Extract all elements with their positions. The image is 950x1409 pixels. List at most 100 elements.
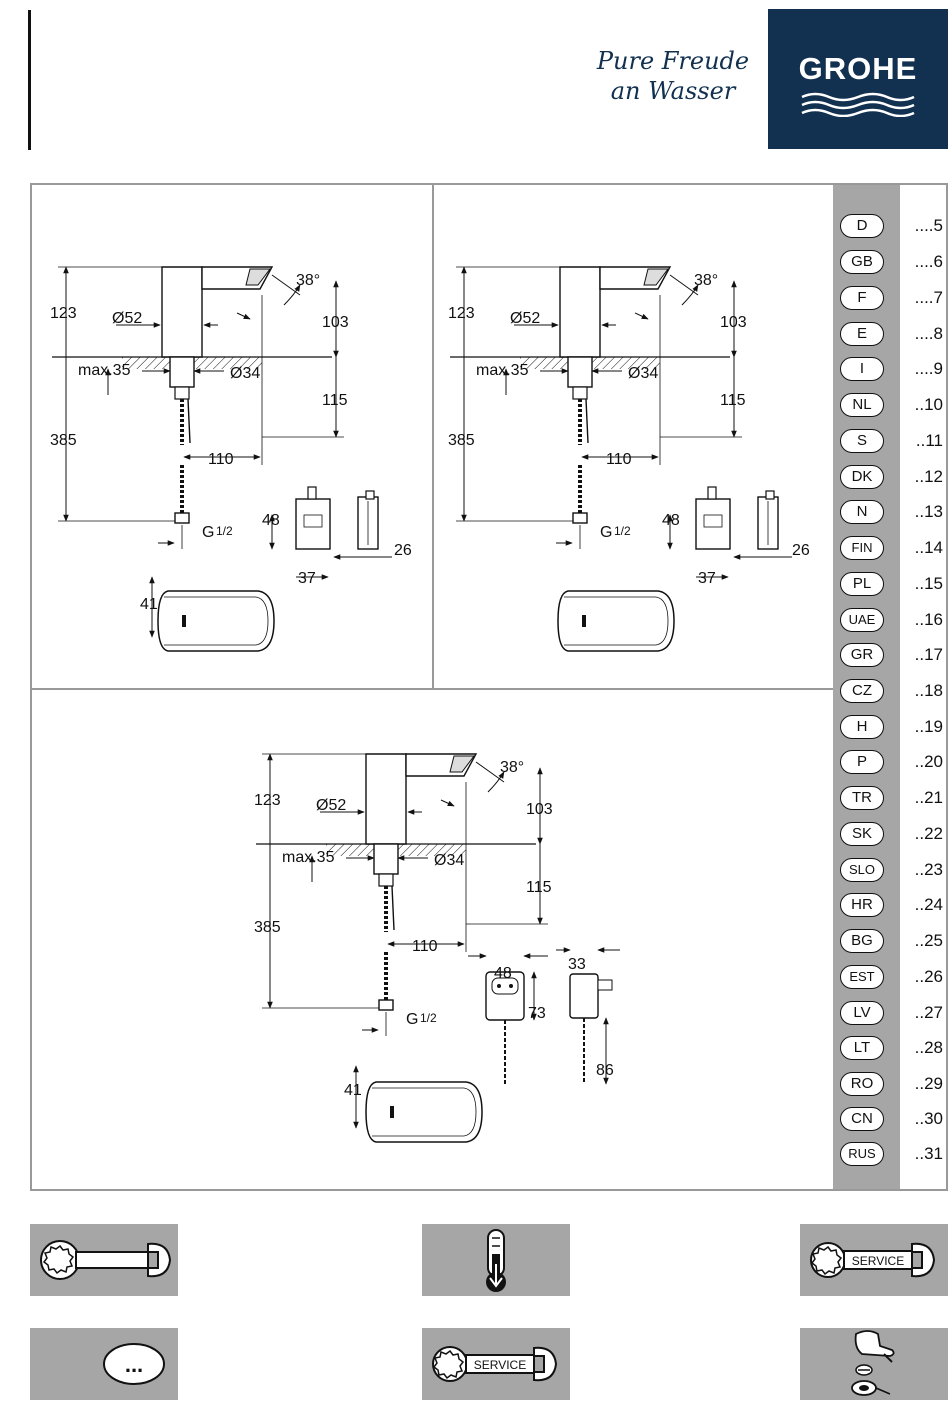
lang-badge[interactable]: S bbox=[840, 429, 884, 453]
lang-page: ..10 bbox=[914, 395, 943, 414]
ellipsis-icon: ... bbox=[103, 1343, 165, 1385]
lang-page: ..18 bbox=[914, 681, 943, 700]
dim-115-b: 115 bbox=[720, 392, 746, 409]
dim-26-b: 26 bbox=[792, 542, 810, 559]
lang-page: ..24 bbox=[914, 895, 943, 914]
dim-48-b: 48 bbox=[662, 512, 680, 529]
lang-badge[interactable]: P bbox=[840, 750, 884, 774]
dim-thread-b: G bbox=[600, 524, 612, 541]
slogan-line-2: an Wasser bbox=[610, 77, 736, 105]
lang-badge[interactable]: LV bbox=[840, 1001, 884, 1025]
lang-badge[interactable]: TR bbox=[840, 786, 884, 810]
wave-icon bbox=[801, 92, 915, 117]
drawing-panel-a bbox=[52, 267, 392, 652]
handle-tile[interactable] bbox=[800, 1328, 948, 1400]
lang-badge[interactable]: SLO bbox=[840, 858, 884, 882]
dim-52-a: Ø52 bbox=[112, 310, 142, 327]
lang-badge[interactable]: RO bbox=[840, 1072, 884, 1096]
lang-badge[interactable]: DK bbox=[840, 465, 884, 489]
lang-badge[interactable]: E bbox=[840, 322, 884, 346]
lang-page: ..27 bbox=[914, 1003, 943, 1022]
lang-page: ..19 bbox=[914, 717, 943, 736]
handle-disassembly-icon bbox=[851, 1330, 895, 1396]
dim-52-c: Ø52 bbox=[316, 797, 346, 814]
dim-115-c: 115 bbox=[526, 879, 552, 896]
lang-badge[interactable]: F bbox=[840, 286, 884, 310]
slogan: Pure Freude an Wasser bbox=[588, 46, 758, 106]
lang-page: ....9 bbox=[914, 359, 943, 378]
lang-page: ....8 bbox=[914, 324, 943, 343]
technical-drawings: 123 Ø52 38° 103 max.35 Ø34 115 385 110 G… bbox=[50, 185, 810, 1143]
lang-page: ..16 bbox=[914, 610, 943, 629]
lang-page: ....6 bbox=[914, 252, 943, 271]
dim-103-b: 103 bbox=[720, 314, 747, 331]
dim-103-c: 103 bbox=[526, 801, 553, 818]
lang-page: ..12 bbox=[914, 467, 943, 486]
dim-thread-a: G bbox=[202, 524, 214, 541]
dim-34-a: Ø34 bbox=[230, 365, 260, 382]
installation-tile[interactable] bbox=[30, 1224, 178, 1296]
lang-badge[interactable]: GR bbox=[840, 643, 884, 667]
dim-103-a: 103 bbox=[322, 314, 349, 331]
thermometer-icon bbox=[486, 1229, 506, 1292]
service-label: SERVICE bbox=[474, 1358, 526, 1372]
lang-page: ..21 bbox=[914, 788, 943, 807]
dim-angle-b: 38° bbox=[694, 272, 718, 289]
lang-page: ..15 bbox=[914, 574, 943, 593]
dim-385-b: 385 bbox=[448, 432, 475, 449]
lang-badge[interactable]: N bbox=[840, 500, 884, 524]
dim-41-c: 41 bbox=[344, 1082, 362, 1099]
lang-page: ....7 bbox=[914, 288, 943, 307]
service-label: SERVICE bbox=[852, 1254, 904, 1268]
dim-34-b: Ø34 bbox=[628, 365, 658, 382]
panel-divider-vertical bbox=[432, 185, 434, 690]
lang-badge[interactable]: UAE bbox=[840, 608, 884, 632]
dim-41-a: 41 bbox=[140, 596, 158, 613]
dim-adapter-33: 33 bbox=[568, 956, 586, 973]
wrench-icon bbox=[40, 1240, 172, 1280]
panel-divider-horizontal bbox=[32, 688, 833, 690]
lang-badge[interactable]: GB bbox=[840, 250, 884, 274]
dim-385-c: 385 bbox=[254, 919, 281, 936]
service-tile-top[interactable]: SERVICE bbox=[800, 1224, 948, 1296]
dim-34-c: Ø34 bbox=[434, 852, 464, 869]
dim-thread-frac-a: 1/2 bbox=[216, 524, 233, 538]
brand-name: GROHE bbox=[798, 51, 918, 86]
lang-page: ..23 bbox=[914, 860, 943, 879]
drawing-panel-b bbox=[450, 267, 792, 652]
dim-37-b: 37 bbox=[698, 570, 716, 587]
dim-123-c: 123 bbox=[254, 792, 281, 809]
dim-angle-a: 38° bbox=[296, 272, 320, 289]
service-tile-bottom[interactable]: SERVICE bbox=[422, 1328, 570, 1400]
service-wrench-icon: SERVICE bbox=[432, 1346, 558, 1382]
lang-page: ..30 bbox=[914, 1109, 943, 1128]
lang-badge[interactable]: EST bbox=[840, 965, 884, 989]
lang-badge[interactable]: RUS bbox=[840, 1142, 884, 1166]
temperature-tile[interactable] bbox=[422, 1224, 570, 1296]
dim-123-a: 123 bbox=[50, 305, 77, 322]
lang-page: ..29 bbox=[914, 1074, 943, 1093]
lang-badge[interactable]: H bbox=[840, 715, 884, 739]
lang-badge[interactable]: CN bbox=[840, 1107, 884, 1131]
lang-badge[interactable]: FIN bbox=[840, 536, 884, 560]
lang-badge[interactable]: PL bbox=[840, 572, 884, 596]
dim-37-a: 37 bbox=[298, 570, 316, 587]
lang-badge[interactable]: D bbox=[840, 214, 884, 238]
dim-thread-frac-b: 1/2 bbox=[614, 524, 631, 538]
lang-badge[interactable]: HR bbox=[840, 893, 884, 917]
dim-110-c: 110 bbox=[412, 938, 438, 955]
dim-max35-b: max.35 bbox=[476, 362, 529, 379]
lang-badge[interactable]: NL bbox=[840, 393, 884, 417]
lang-badge[interactable]: CZ bbox=[840, 679, 884, 703]
lang-badge[interactable]: I bbox=[840, 357, 884, 381]
lang-badge[interactable]: LT bbox=[840, 1036, 884, 1060]
dim-max35-a: max.35 bbox=[78, 362, 131, 379]
drawing-frame bbox=[30, 183, 948, 1191]
more-info-tile[interactable]: ... bbox=[30, 1328, 178, 1400]
dim-thread-frac-c: 1/2 bbox=[420, 1011, 437, 1025]
lang-badge[interactable]: BG bbox=[840, 929, 884, 953]
lang-page: ..20 bbox=[914, 752, 943, 771]
lang-badge[interactable]: SK bbox=[840, 822, 884, 846]
dim-385-a: 385 bbox=[50, 432, 77, 449]
lang-page: ....5 bbox=[914, 216, 943, 235]
